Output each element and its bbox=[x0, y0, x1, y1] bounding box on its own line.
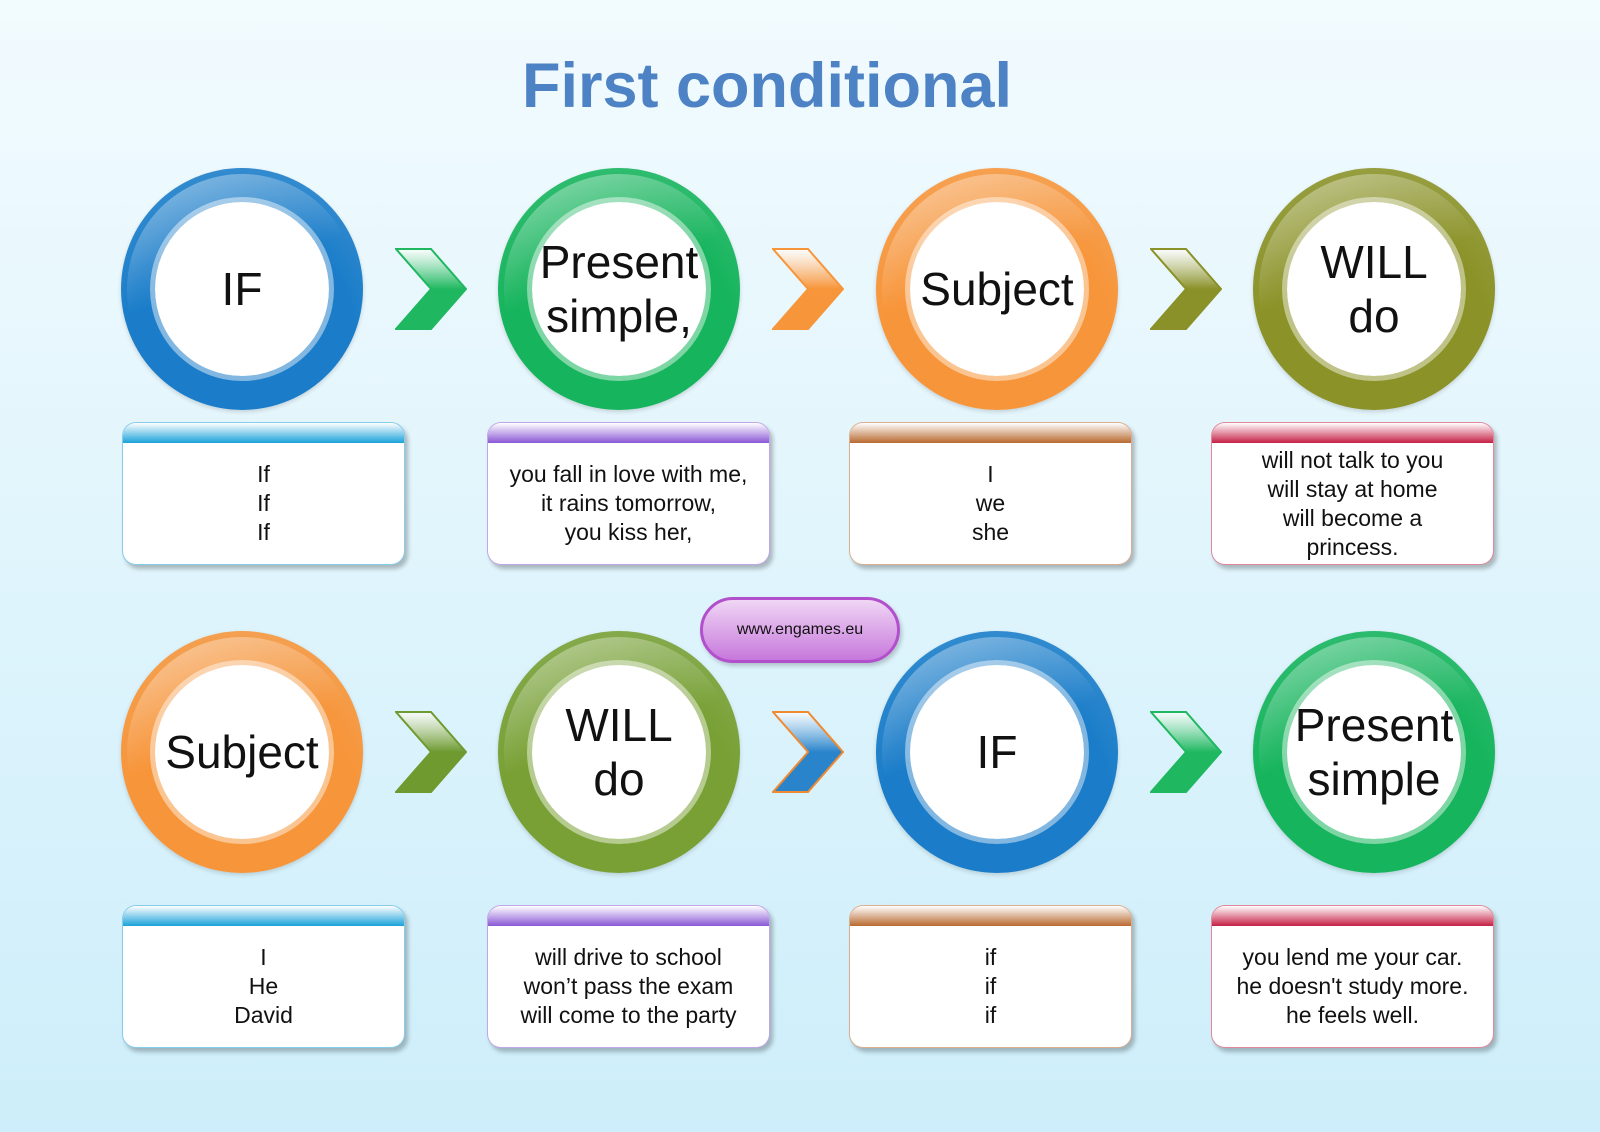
circle-label: WILL do bbox=[527, 660, 711, 844]
example-line: If bbox=[257, 461, 270, 487]
example-line: it rains tomorrow, bbox=[540, 490, 717, 516]
box-body: if if if bbox=[850, 926, 1131, 1047]
circle-label: Subject bbox=[150, 660, 334, 844]
website-badge: www.engames.eu bbox=[700, 597, 900, 663]
circle-label: Present simple bbox=[1282, 660, 1466, 844]
example-line: you fall in love with me, bbox=[509, 461, 748, 487]
chevron-right-icon bbox=[772, 711, 844, 793]
example-box: if if if bbox=[849, 905, 1132, 1048]
stage-circle: IF bbox=[876, 631, 1118, 873]
example-line: you lend me your car. bbox=[1242, 944, 1463, 970]
example-line: If bbox=[257, 519, 270, 545]
stage-circle: WILL do bbox=[498, 631, 740, 873]
example-line: if bbox=[984, 973, 997, 999]
circle-label: IF bbox=[150, 197, 334, 381]
example-line: I bbox=[260, 944, 267, 970]
example-line: will drive to school bbox=[535, 944, 722, 970]
box-header bbox=[850, 906, 1131, 926]
example-line: princess. bbox=[1306, 533, 1399, 560]
box-body: will drive to school won’t pass the exam w… bbox=[488, 926, 769, 1047]
stage-circle: Present simple, bbox=[498, 168, 740, 410]
example-line: you kiss her, bbox=[564, 519, 693, 545]
example-line: if bbox=[984, 1002, 997, 1028]
example-line: won’t pass the exam bbox=[523, 973, 734, 999]
stage-circle: WILL do bbox=[1253, 168, 1495, 410]
box-header bbox=[123, 906, 404, 926]
example-line: He bbox=[248, 973, 279, 999]
circle-label: Present simple, bbox=[527, 197, 711, 381]
box-header bbox=[123, 423, 404, 443]
example-line: will come to the party bbox=[520, 1002, 737, 1028]
example-line: David bbox=[234, 1002, 293, 1028]
circle-label: IF bbox=[905, 660, 1089, 844]
example-line: I bbox=[987, 461, 994, 487]
box-header bbox=[488, 423, 769, 443]
example-line: will not talk to you bbox=[1261, 446, 1444, 473]
box-header bbox=[1212, 423, 1493, 443]
stage-circle: IF bbox=[121, 168, 363, 410]
example-line: he feels well. bbox=[1286, 1002, 1419, 1028]
circle-label: Subject bbox=[905, 197, 1089, 381]
example-line: if bbox=[984, 944, 997, 970]
chevron-right-icon bbox=[395, 248, 467, 330]
example-box: you lend me your car. he doesn't study mo… bbox=[1211, 905, 1494, 1048]
example-line: If bbox=[257, 490, 270, 516]
box-header bbox=[850, 423, 1131, 443]
chevron-right-icon bbox=[1150, 711, 1222, 793]
example-line: she bbox=[971, 519, 1010, 545]
box-body: you fall in love with me, it rains tomorr… bbox=[488, 443, 769, 564]
chevron-right-icon bbox=[1150, 248, 1222, 330]
stage-circle: Present simple bbox=[1253, 631, 1495, 873]
example-box: will drive to school won’t pass the exam w… bbox=[487, 905, 770, 1048]
box-header bbox=[1212, 906, 1493, 926]
box-body: you lend me your car. he doesn't study mo… bbox=[1212, 926, 1493, 1047]
stage-circle: Subject bbox=[121, 631, 363, 873]
example-line: he doesn't study more. bbox=[1236, 973, 1469, 999]
example-line: we bbox=[975, 490, 1006, 516]
page-title: First conditional bbox=[521, 51, 1012, 121]
stage-circle: Subject bbox=[876, 168, 1118, 410]
example-line: will become a bbox=[1282, 504, 1423, 531]
chevron-right-icon bbox=[395, 711, 467, 793]
example-box: you fall in love with me, it rains tomorr… bbox=[487, 422, 770, 565]
box-header bbox=[488, 906, 769, 926]
chevron-right-icon bbox=[772, 248, 844, 330]
circle-label: WILL do bbox=[1282, 197, 1466, 381]
example-line: will stay at home bbox=[1267, 475, 1438, 502]
